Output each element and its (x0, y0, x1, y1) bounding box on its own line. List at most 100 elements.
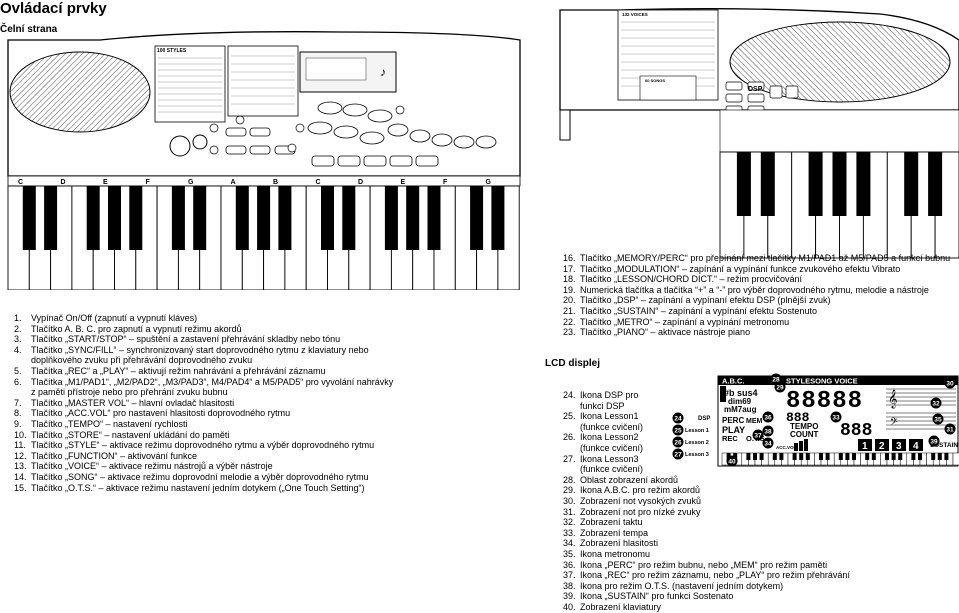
list-item-number: 7. (14, 397, 22, 408)
callout-circle (762, 437, 774, 449)
callout-circle (672, 412, 684, 424)
lcd-abc: A.B.C. (722, 377, 745, 386)
list-item-text: z paměti přístroje nebo pro přehrání zvu… (31, 387, 228, 398)
list-item-number (563, 422, 580, 433)
dsp-label: DSP (748, 86, 763, 93)
callout-circle (944, 377, 956, 389)
list-item-number: 13. (14, 461, 27, 472)
list-item-text: Tlačítko „FUNCTION“ – aktivování funkce (31, 450, 198, 461)
lcd-black-key (871, 453, 876, 460)
list-item: 18.Tlačítko „LESSON/CHORD DICT.“ – režim… (563, 274, 959, 285)
callout-circle (762, 425, 774, 437)
callout-number: 27 (674, 452, 682, 459)
list-item-number: 15. (14, 482, 27, 493)
right-controls-list: 16.Tlačítko „MEMORY/PERC“ pro přepínání … (563, 253, 959, 338)
callout-number: 33 (832, 415, 840, 422)
callout-circle (672, 436, 684, 448)
lcd-lesson2: Lesson 2 (685, 440, 709, 446)
styles-label: 100 STYLES (157, 48, 187, 54)
black-key (904, 152, 919, 216)
callout-number: 31 (946, 427, 954, 434)
note-label: E (103, 179, 108, 186)
lcd-chord1: #b sus4 (724, 388, 758, 398)
list-item-number: 40. (563, 601, 576, 612)
list-item: 32.Zobrazení taktu (563, 517, 863, 528)
note-label: B (273, 179, 278, 186)
list-item-number: 31. (563, 506, 576, 517)
list-item: 30.Zobrazení not vysokých zvuků (563, 496, 863, 507)
list-item-text: Zobrazení taktu (580, 517, 643, 528)
list-item: 21.Tlačítko „SUSTAIN“ – zapínání a vypín… (563, 306, 959, 317)
list-item-text: (funkce cvičení) (580, 442, 644, 453)
lcd-black-key (799, 453, 804, 460)
note-label: C (316, 179, 321, 186)
list-item-number: 12. (14, 450, 27, 461)
list-item: 15.Tlačítko „O.T.S.“ – aktivace režimu n… (14, 483, 414, 494)
callout-number: 25 (674, 428, 682, 435)
list-item: 27.Ikona Lesson3 (563, 454, 863, 465)
list-item: 35.Ikona metronomu (563, 549, 863, 560)
lcd-main-digits: 88888 (786, 388, 863, 415)
list-item-number: 16. (563, 253, 576, 263)
list-item-number: 14. (14, 471, 27, 482)
list-item-number: 6. (14, 376, 22, 387)
callout-number: 40 (728, 459, 736, 466)
list-item: 14. Tlačítko „SONG“ – aktivace režimu dop… (14, 472, 414, 483)
list-item-text: Tlačítka „REC“ a „PLAY“ – aktivují režim… (31, 365, 326, 376)
list-item: 28.Oblast zobrazení akordů (563, 475, 863, 486)
lcd-black-key (865, 453, 870, 460)
black-key (832, 152, 847, 216)
callout-number: 35 (934, 417, 942, 424)
lcd-chord2: dim69 (728, 397, 752, 406)
list-item-number (563, 464, 580, 475)
note-label: F (146, 179, 151, 186)
list-item: doplňkového zvuku při přehrávání doprovo… (14, 355, 414, 366)
note-label: D (358, 179, 363, 186)
list-item: 39.Ikona „SUSTAIN“ pro funkci Sostenato (563, 591, 863, 602)
callout-number: 36 (764, 415, 772, 422)
black-key (171, 186, 185, 250)
list-item: (funkce cvičení) (563, 443, 863, 454)
lcd-display-figure: A.B.C. STYLESONG VOICE #b sus4 dim69 mM7… (672, 373, 959, 467)
callout-circle (672, 424, 684, 436)
lcd-black-key (805, 453, 810, 460)
list-item-number: 10. (14, 429, 27, 440)
svg-text:𝄢: 𝄢 (890, 416, 898, 430)
list-item: 23.Tlačítko „PIANO“ – aktivace nástroje … (563, 327, 959, 338)
page-title: Ovládací prvky (0, 0, 107, 17)
list-item-text: Tlačítko „START/STOP“ – spuštění a zasta… (31, 334, 341, 345)
list-item-text: Tlačítka „M1/PAD1“, „M2/PAD2“, „M3/PAD3“… (31, 376, 394, 387)
list-item-text: Zobrazení tempa (580, 527, 649, 538)
black-key (44, 186, 58, 250)
list-item-text: Tlačítko „VOICE“ – aktivace režimu nástr… (31, 461, 273, 472)
memory-digit-box (892, 439, 906, 451)
list-item-text: Ikona pro režim O.T.S. (nastavení jedním… (580, 580, 784, 591)
list-item-text: Tlačítko „PIANO“ – aktivace nástroje pia… (580, 327, 751, 338)
list-item-text: Zobrazení not vysokých zvuků (580, 495, 702, 506)
memory-digit: 4 (913, 441, 919, 452)
lcd-black-key (759, 453, 764, 460)
list-item: 26.Ikona Lesson2 (563, 432, 863, 443)
note-label: A (231, 179, 236, 186)
list-item-number: 9. (14, 418, 22, 429)
callout-circle (752, 429, 764, 441)
svg-text:𝄞: 𝄞 (888, 390, 897, 409)
black-key (808, 152, 823, 216)
lcd-dsp: DSP (698, 416, 710, 422)
list-item: 29.Ikona A.B.C. pro režim akordů (563, 485, 863, 496)
list-item: (funkce cvičení) (563, 422, 863, 433)
list-item-text: Tlačítko „SONG“ – aktivace režimu doprov… (31, 471, 369, 482)
lcd-style-song-voice: STYLESONG VOICE (786, 377, 858, 386)
list-item-number: 11. (14, 440, 26, 451)
callout-circle (930, 397, 942, 409)
list-item-text: Tlačítko „METRO“ – zapínání a vypínání m… (580, 316, 790, 327)
lcd-sustain: SUSTAIN (930, 442, 958, 449)
list-item: 7.Tlačítko „MASTER VOL“ – hlavní ovladač… (14, 398, 414, 409)
note-label: E (401, 179, 406, 186)
list-item-number: 37. (563, 570, 576, 581)
black-key (22, 186, 36, 250)
callout-number: 30 (946, 381, 954, 388)
lcd-black-key (779, 453, 784, 460)
list-item-number: 19. (563, 284, 576, 295)
